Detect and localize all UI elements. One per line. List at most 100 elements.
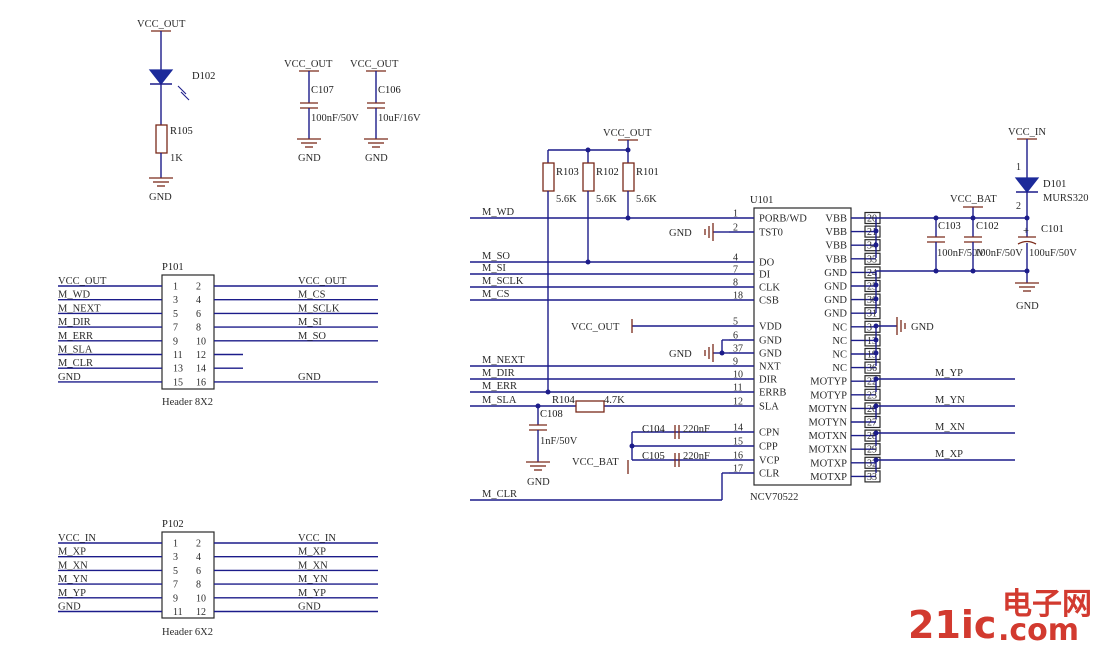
r101-value: 5.6K <box>636 194 657 205</box>
u101-pin-box <box>864 415 881 429</box>
p101_rows-right-net: M_SO <box>298 331 326 342</box>
u101-pin-name: CLK <box>759 283 780 294</box>
u101-pin-box <box>864 361 881 374</box>
c108-value: 1nF/50V <box>540 436 578 447</box>
diode-d101-symbol <box>1014 177 1040 193</box>
c101-value: 100uF/50V <box>1029 248 1077 259</box>
u101-pin-name: NXT <box>759 362 781 373</box>
u101-pin-number: 9 <box>733 357 738 368</box>
resistor-r105 <box>155 124 168 154</box>
d101-pin2: 2 <box>1016 201 1021 212</box>
r103-value: 5.6K <box>556 194 577 205</box>
u101-pin-number: 33 <box>867 472 877 483</box>
u101-pin-number: 36 <box>867 363 877 374</box>
u101-pin-number: 2 <box>733 223 738 234</box>
net-m-clr: M_CLR <box>482 489 517 500</box>
c105-ref: C105 <box>642 451 665 462</box>
u101-pin-name: TST0 <box>759 228 783 239</box>
p102_rows-pin: 12 <box>196 607 206 618</box>
u101-pin-number: 24 <box>867 268 877 279</box>
p102_rows-pin: 5 <box>173 566 178 577</box>
u101-pin-number: 30 <box>867 295 877 306</box>
c104-ref: C104 <box>642 424 666 435</box>
net-m-xn: M_XN <box>935 422 965 433</box>
p102_rows-left-net: M_XP <box>58 547 86 558</box>
p101_rows-pin: 10 <box>196 336 206 347</box>
c107-value: 100nF/50V <box>311 113 359 124</box>
u101-pin-name: CSB <box>759 296 779 307</box>
u101-pin-name: CPP <box>759 442 778 453</box>
r105-ref: R105 <box>170 126 193 137</box>
supply-section: C103 100nF/50V VCC_BAT C102 100nF/50V + … <box>927 127 1089 312</box>
net-m-sclk: M_SCLK <box>482 276 524 287</box>
led-d102-symbol <box>148 69 174 85</box>
u101-pin-name: NC <box>832 350 847 361</box>
net-m-next: M_NEXT <box>482 355 525 366</box>
resistor-r103 <box>542 162 555 192</box>
c104-value: 220nF <box>683 424 710 435</box>
p102_rows-right-net: M_XP <box>298 547 326 558</box>
u101-pin-number: 3 <box>867 322 872 333</box>
u101-pin-name: MOTYN <box>809 418 848 429</box>
u101-pin-number: 15 <box>733 437 743 448</box>
u101-pin-number: 7 <box>733 265 738 276</box>
u101-pin-box <box>864 429 881 442</box>
p101_rows-pin: 12 <box>196 350 206 361</box>
gnd-label-d102: GND <box>149 192 172 203</box>
r103-ref: R103 <box>556 167 579 178</box>
gnd-label-u101-left: GND <box>669 349 692 360</box>
p101_rows-pin: 2 <box>196 282 201 293</box>
u101-pin-name: MOTXN <box>809 445 848 456</box>
p101_rows-pin: 13 <box>173 364 183 375</box>
u101-pin-number: 28 <box>867 431 877 442</box>
p101_rows-left-net: M_CLR <box>58 358 93 369</box>
r101-ref: R101 <box>636 167 659 178</box>
c103-ref: C103 <box>938 221 961 232</box>
u101-pin-number: 4 <box>733 253 738 264</box>
p101_rows-pin: 7 <box>173 323 178 334</box>
net-m-err: M_ERR <box>482 381 517 392</box>
p102-desc: Header 6X2 <box>162 627 213 638</box>
u101-pin-name: VBB <box>825 227 847 238</box>
c108-ref: C108 <box>540 409 563 420</box>
p101_rows-right-net: GND <box>298 372 321 383</box>
d102-ref: D102 <box>192 71 215 82</box>
p102-ref: P102 <box>162 519 184 530</box>
watermark-cn: 电子网 <box>1002 587 1092 622</box>
gnd-label-c108: GND <box>527 477 550 488</box>
u101-pin-number: 20 <box>867 214 877 225</box>
u101-pin-name: SLA <box>759 402 779 413</box>
u101-pin-name: MOTYN <box>809 404 848 415</box>
u101-pin-number: 23 <box>867 390 877 401</box>
p101_rows-pin: 9 <box>173 336 178 347</box>
p102_rows-pin: 6 <box>196 566 201 577</box>
net-m-cs: M_CS <box>482 289 510 300</box>
p101_rows-right-net: M_CS <box>298 290 326 301</box>
p101_rows-left-net: VCC_OUT <box>58 276 107 287</box>
led-branch: VCC_OUT D102 R105 1K GND <box>137 19 215 203</box>
r104-ref: R104 <box>552 395 576 406</box>
u101-pin-number: 35 <box>867 254 877 265</box>
vcc-out-label-d102: VCC_OUT <box>137 19 186 30</box>
c106-ref: C106 <box>378 85 401 96</box>
p102_rows-pin: 4 <box>196 552 201 563</box>
vcc-bat-label-bulk: VCC_BAT <box>950 194 997 205</box>
p101_rows-left-net: GND <box>58 372 81 383</box>
gnd-label-nc: GND <box>911 322 934 333</box>
u101-pin-number: 18 <box>733 291 743 302</box>
u101-pin-number: 17 <box>733 464 743 475</box>
watermark-brand: 21ic <box>908 603 996 646</box>
vcc-bat-label-vcp: VCC_BAT <box>572 457 619 468</box>
vcc-out-label-c107: VCC_OUT <box>284 59 333 70</box>
r104-value: 4.7K <box>604 395 625 406</box>
p101_rows-right-net: M_SCLK <box>298 303 340 314</box>
p102_rows-left-net: M_YN <box>58 574 88 585</box>
gnd-label-tst0: GND <box>669 228 692 239</box>
net-m-yp: M_YP <box>935 368 963 379</box>
u101-pin-number: 19 <box>867 350 877 361</box>
u101-pin-box <box>864 252 881 265</box>
p101_rows-left-net: M_NEXT <box>58 303 101 314</box>
